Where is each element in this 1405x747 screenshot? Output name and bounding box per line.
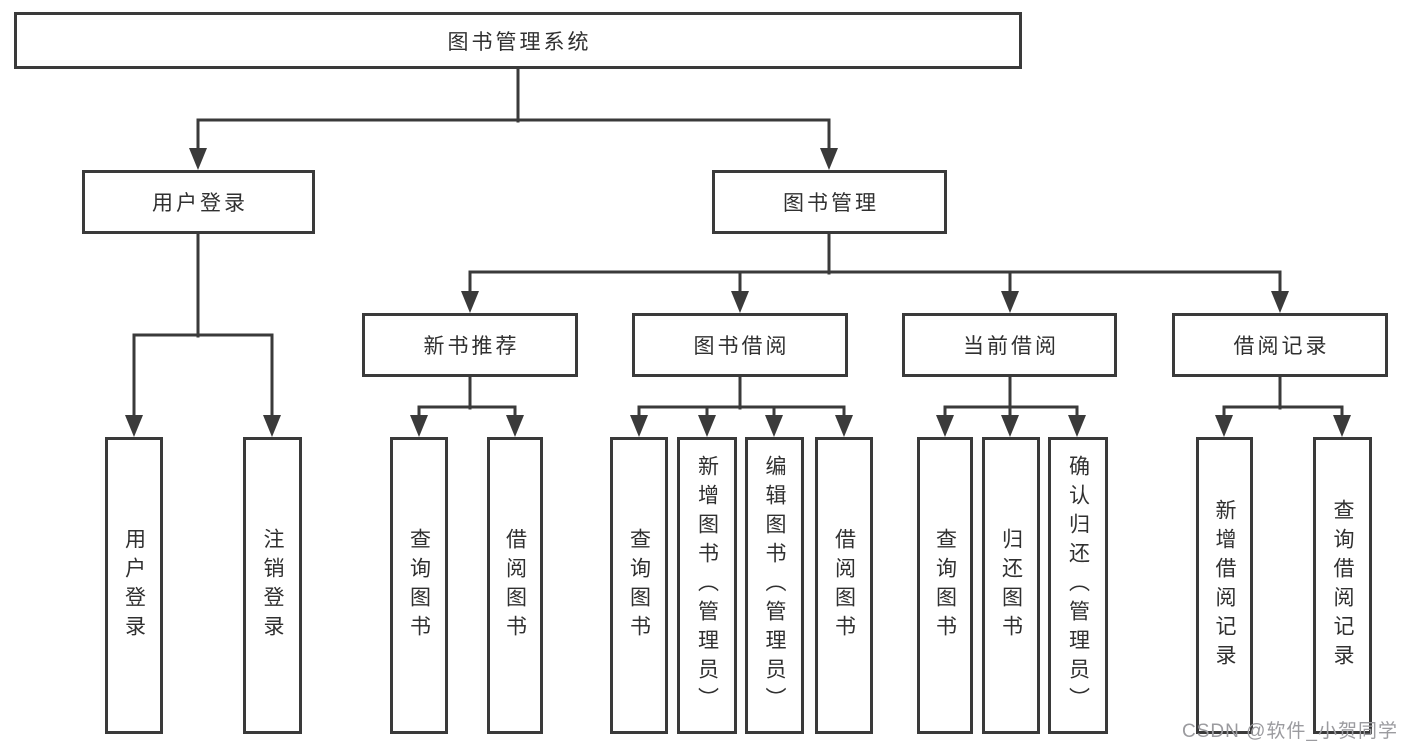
leaf-user-login: 用户登录 [105, 437, 163, 734]
node-book-borrowing: 图书借阅 [632, 313, 848, 377]
leaf-edit-book-admin: 编辑图书（管理员） [745, 437, 804, 734]
csdn-watermark: CSDN @软件_小贺同学 [1182, 721, 1398, 742]
leaf-add-borrow-record: 新增借阅记录 [1196, 437, 1253, 734]
leaf-current-query-books: 查询图书 [917, 437, 973, 734]
leaf-recommend-query-books: 查询图书 [390, 437, 448, 734]
leaf-query-borrow-record: 查询借阅记录 [1313, 437, 1372, 734]
arrowheads [125, 148, 1351, 437]
node-new-book-recommend: 新书推荐 [362, 313, 578, 377]
leaf-logout: 注销登录 [243, 437, 302, 734]
node-current-borrowing: 当前借阅 [902, 313, 1117, 377]
leaf-add-book-admin: 新增图书（管理员） [677, 437, 737, 734]
node-book-management: 图书管理 [712, 170, 947, 234]
leaf-borrowing-query-books: 查询图书 [610, 437, 668, 734]
leaf-return-books: 归还图书 [982, 437, 1040, 734]
node-user-login: 用户登录 [82, 170, 315, 234]
node-root-system: 图书管理系统 [14, 12, 1022, 69]
leaf-confirm-return-admin: 确认归还（管理员） [1048, 437, 1108, 734]
node-borrow-records: 借阅记录 [1172, 313, 1388, 377]
leaf-borrow-books: 借阅图书 [815, 437, 873, 734]
leaf-recommend-borrow-books: 借阅图书 [487, 437, 543, 734]
